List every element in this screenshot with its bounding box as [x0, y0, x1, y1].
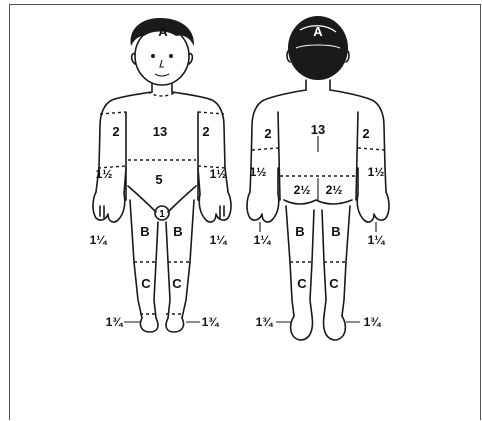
back-upper-arm-left-label: 2 [264, 126, 271, 141]
back-buttock-left-label: 2½ [294, 183, 311, 197]
front-foot-left-label: 1¾ [106, 315, 124, 329]
front-hand-right [199, 192, 231, 222]
front-hand-left-label: 1¼ [90, 233, 108, 247]
front-thigh-left-label: B [140, 224, 149, 239]
front-hand-left [93, 192, 125, 222]
front-leg-left-label: C [141, 276, 151, 291]
front-chest-label: 13 [153, 124, 167, 139]
front-genitals-label: 1 [159, 209, 165, 220]
front-forearm-left-label: 1½ [96, 167, 113, 181]
front-leg-right-label: C [172, 276, 182, 291]
back-hand-right-label: 1¼ [368, 233, 386, 247]
front-forearm-right-label: 1½ [210, 167, 227, 181]
front-head-label: A [158, 24, 168, 39]
back-thigh-right-label: B [331, 224, 340, 239]
front-abdomen-label: 5 [155, 172, 162, 187]
back-buttock-right-label: 2½ [326, 183, 343, 197]
back-leg-left-label: C [297, 276, 307, 291]
back-foot-left-label: 1¾ [256, 315, 274, 329]
back-hand-left-label: 1¼ [254, 233, 272, 247]
back-legs [286, 206, 350, 316]
back-foot-right-label: 1¾ [364, 315, 382, 329]
back-forearm-right-label: 1½ [368, 165, 385, 179]
front-hand-right-label: 1¼ [210, 233, 228, 247]
back-thigh-left-label: B [295, 224, 304, 239]
front-thigh-right-label: B [173, 224, 182, 239]
back-head-label: A [313, 24, 323, 39]
front-upper-arm-left-label: 2 [112, 124, 119, 139]
front-foot-right-label: 1¾ [202, 315, 220, 329]
back-upper-arm-right-label: 2 [362, 126, 369, 141]
back-leg-right-label: C [329, 276, 339, 291]
back-forearm-left-label: 1½ [250, 165, 267, 179]
back-back-label: 13 [311, 122, 325, 137]
front-upper-arm-right-label: 2 [202, 124, 209, 139]
